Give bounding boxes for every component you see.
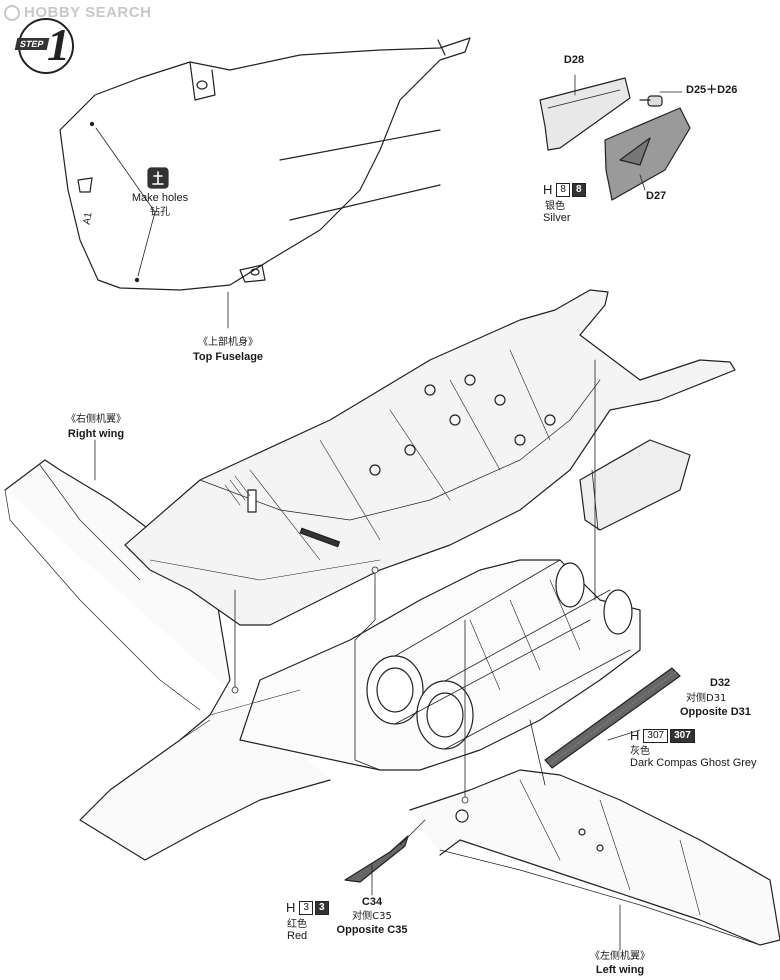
part-d32-opposite-cn: 对侧D31 xyxy=(686,693,727,704)
engine-compressors xyxy=(366,559,633,750)
part-d25-d26-label: D25＋D26 xyxy=(686,84,738,96)
part-c34-label: C34 xyxy=(361,896,383,908)
watermark-logo-icon xyxy=(4,4,20,21)
part-c34-opposite-label: Opposite C35 xyxy=(336,924,408,936)
paint-red-code-a: 3 xyxy=(299,900,313,915)
step-badge: 1 STEP xyxy=(14,18,74,74)
paint-silver-code-a: 8 xyxy=(556,182,570,197)
paint-silver-code-b: 8 xyxy=(571,182,586,197)
paint-silver-name-en: Silver xyxy=(543,212,571,224)
watermark-text: HOBBY SEARCH xyxy=(24,4,152,21)
paint-silver-h: H xyxy=(543,182,553,197)
top-fuselage-label-cn: 《上部机身》 xyxy=(198,337,258,348)
part-d27-label: D27 xyxy=(646,190,667,202)
make-holes-label: Make holes xyxy=(131,192,189,204)
part-d32-label: D32 xyxy=(710,677,731,689)
top-fuselage-part xyxy=(59,37,471,329)
exhaust-petal-parts xyxy=(539,74,691,201)
paint-grey-name-cn: 灰色 xyxy=(630,746,650,757)
paint-grey-code-a: 307 xyxy=(643,728,669,743)
part-a1-label: A1 xyxy=(81,211,95,226)
paint-grey-name-en: Dark Compas Ghost Grey xyxy=(630,757,757,769)
part-c34-opposite-cn: 对侧C35 xyxy=(352,911,392,922)
paint-red-name-cn: 红色 xyxy=(287,919,307,930)
right-wing-label: Right wing xyxy=(67,428,125,440)
step-number: 1 xyxy=(47,19,70,70)
paint-grey-callout: H 307 307 xyxy=(630,728,695,743)
assembly-guide-lines xyxy=(94,359,641,951)
paint-red-code-b: 3 xyxy=(314,900,329,915)
paint-silver-callout: H 8 8 xyxy=(543,182,586,197)
paint-grey-h: H xyxy=(630,728,640,743)
hobby-search-watermark: HOBBY SEARCH xyxy=(4,4,151,21)
right-wing-label-cn: 《右侧机翼》 xyxy=(66,414,126,425)
part-d28-label: D28 xyxy=(563,54,585,66)
paint-grey-code-b: 307 xyxy=(670,728,695,743)
paint-red-callout: H 3 3 xyxy=(286,900,329,915)
lower-fuselage-assembly xyxy=(4,289,780,946)
part-d32-opposite-label: Opposite D31 xyxy=(680,706,751,718)
left-wing-label: Left wing xyxy=(595,964,645,976)
paint-silver-name-cn: 银色 xyxy=(545,201,565,212)
top-fuselage-label: Top Fuselage xyxy=(192,351,264,363)
make-holes-label-cn: 钻孔 xyxy=(150,207,170,218)
paint-red-name-en: Red xyxy=(287,930,308,942)
left-wing-label-cn: 《左侧机翼》 xyxy=(590,951,650,962)
paint-red-h: H xyxy=(286,900,296,915)
drill-icon xyxy=(147,167,169,189)
